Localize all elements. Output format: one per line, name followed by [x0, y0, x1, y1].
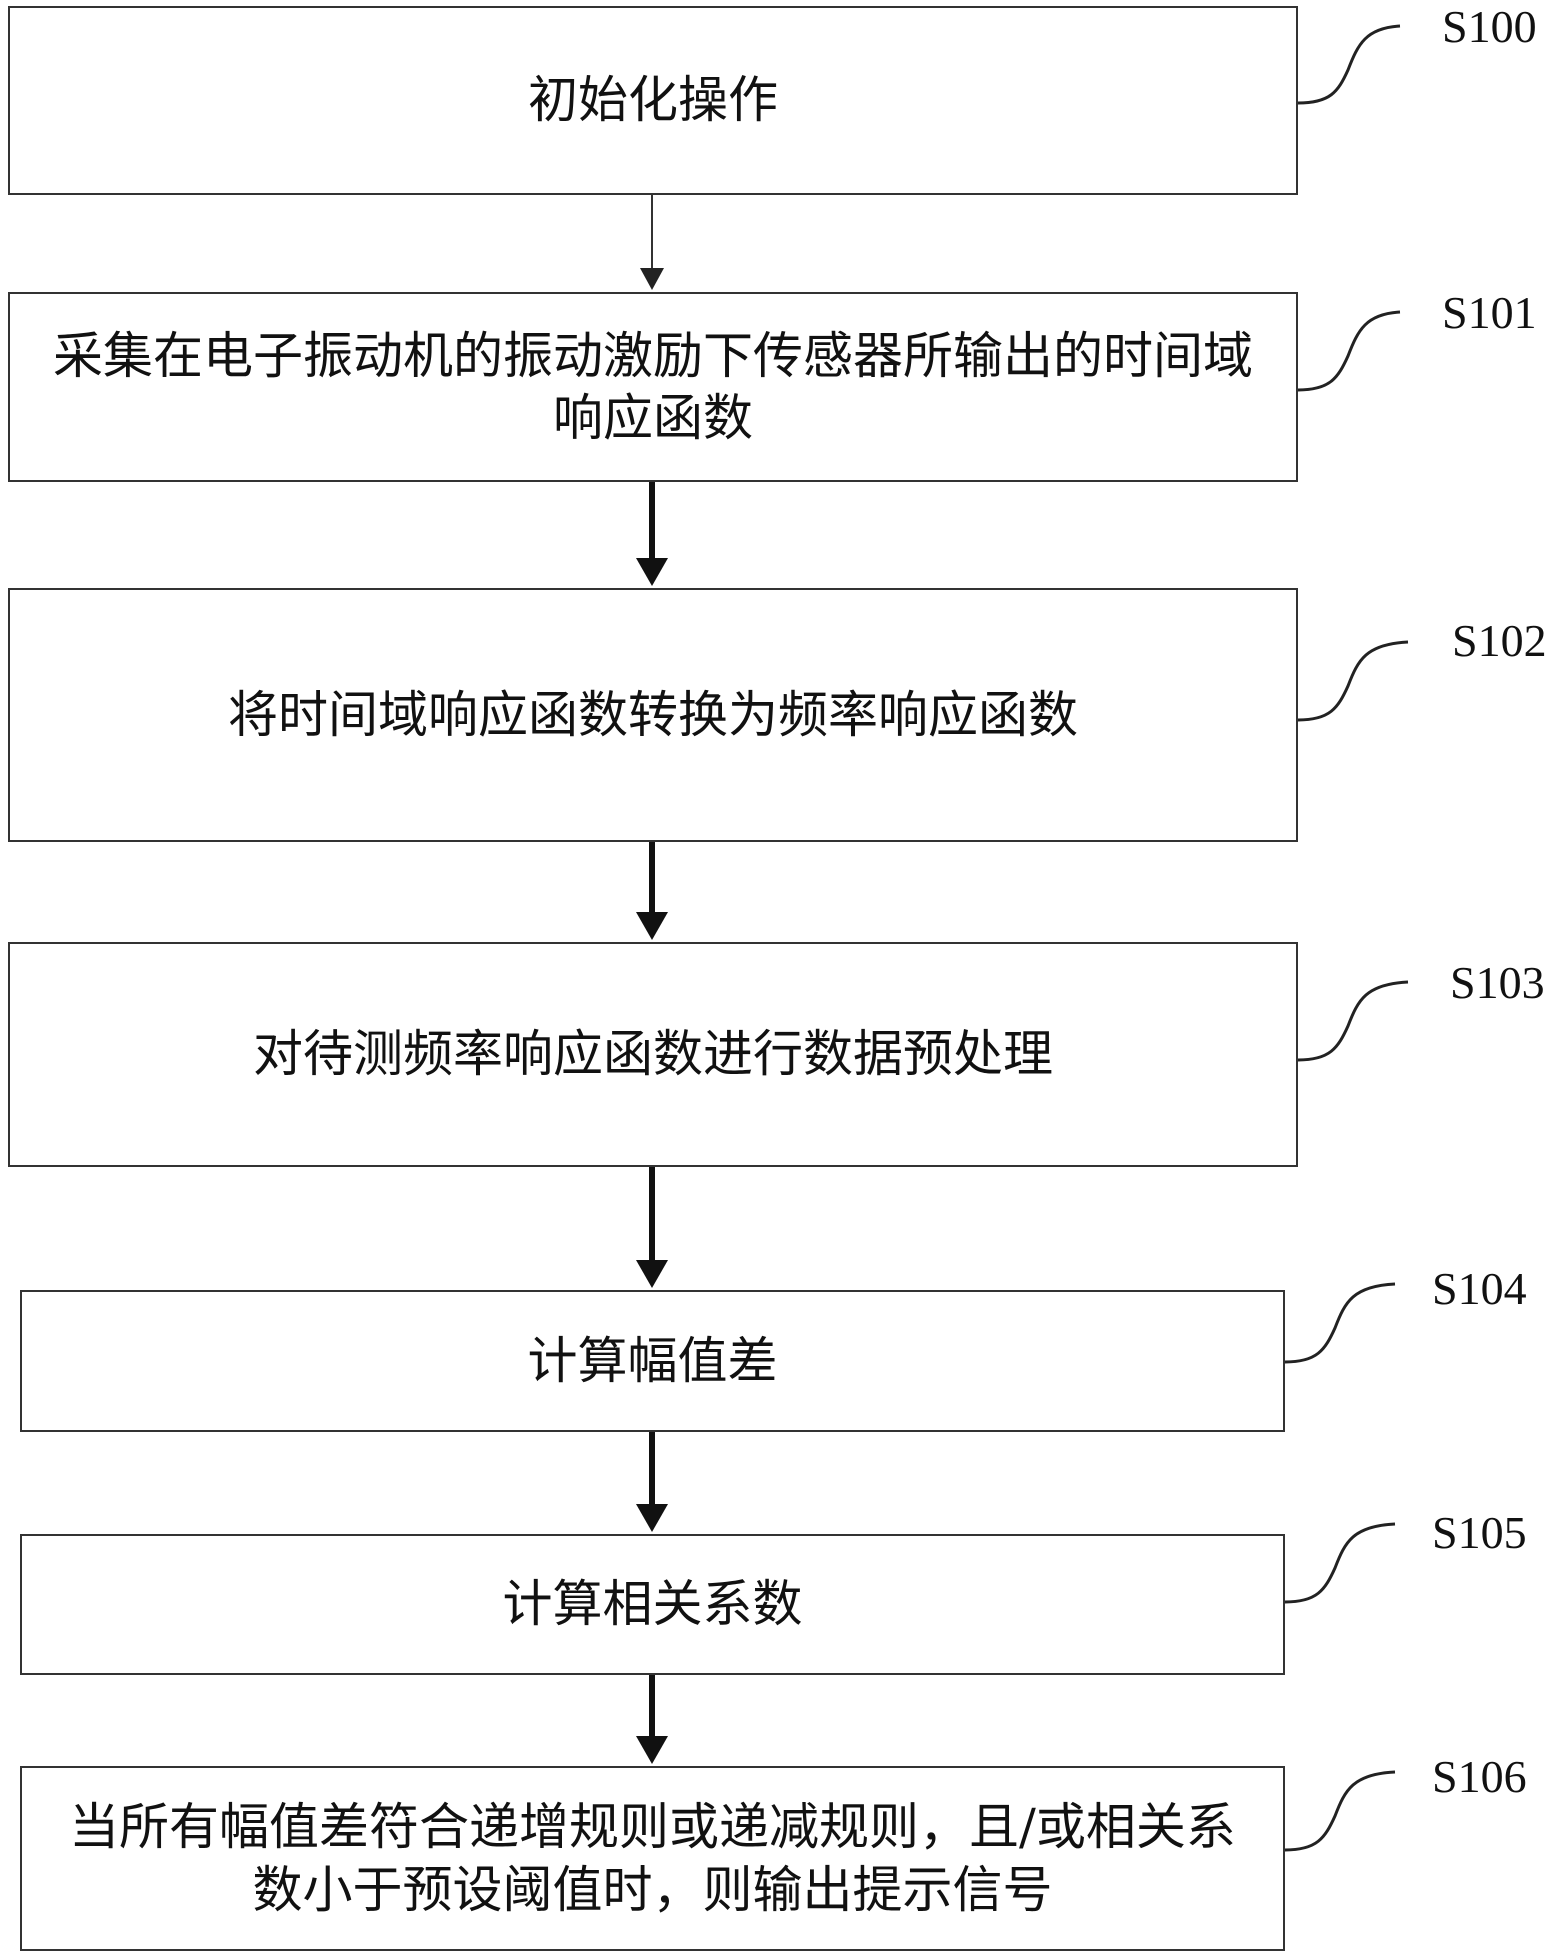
- step-text-s106: 当所有幅值差符合递增规则或递减规则，且/或相关系数小于预设阈值时，则输出提示信号: [69, 1798, 1236, 1919]
- arrow-s100-to-s101: [640, 195, 664, 290]
- flow-arrows: [636, 195, 668, 1764]
- step-box-s102: 将时间域响应函数转换为频率响应函数: [8, 588, 1298, 842]
- step-text-s105: 计算相关系数: [502, 1575, 803, 1634]
- step-box-s103: 对待测频率响应函数进行数据预处理: [8, 942, 1298, 1167]
- leader-s100: [1297, 24, 1401, 105]
- step-box-s101: 采集在电子振动机的振动激励下传感器所输出的时间域响应函数: [8, 292, 1298, 482]
- step-box-s100: 初始化操作: [8, 6, 1298, 195]
- step-text-s104: 计算幅值差: [527, 1331, 778, 1390]
- step-box-s104: 计算幅值差: [20, 1290, 1285, 1432]
- leader-s103: [1297, 980, 1409, 1062]
- step-label-s105: S105: [1432, 1507, 1527, 1558]
- step-text-s100: 初始化操作: [528, 71, 778, 130]
- step-label-s104: S104: [1432, 1263, 1527, 1314]
- step-box-s106: 当所有幅值差符合递增规则或递减规则，且/或相关系数小于预设阈值时，则输出提示信号: [20, 1766, 1285, 1951]
- leader-s101: [1297, 310, 1401, 392]
- leader-s102: [1297, 640, 1409, 722]
- step-box-s105: 计算相关系数: [20, 1534, 1285, 1675]
- arrow-s104-to-s105: [636, 1432, 668, 1532]
- arrow-s103-to-s104: [636, 1167, 668, 1288]
- arrow-s102-to-s103: [636, 842, 668, 940]
- step-label-s102: S102: [1452, 615, 1547, 666]
- step-label-s106: S106: [1432, 1751, 1527, 1802]
- step-label-s101: S101: [1442, 287, 1537, 338]
- arrow-s101-to-s102: [636, 482, 668, 586]
- leader-s105: [1284, 1522, 1396, 1604]
- step-label-s103: S103: [1450, 957, 1545, 1008]
- label-leaders: [1284, 24, 1409, 1852]
- step-text-s101: 采集在电子振动机的振动激励下传感器所输出的时间域响应函数: [53, 326, 1253, 448]
- arrow-s105-to-s106: [636, 1675, 668, 1764]
- step-label-s100: S100: [1442, 1, 1537, 52]
- step-text-s102: 将时间域响应函数转换为频率响应函数: [228, 685, 1078, 744]
- leader-s104: [1284, 1282, 1396, 1364]
- leader-s106: [1284, 1770, 1396, 1852]
- step-text-s103: 对待测频率响应函数进行数据预处理: [253, 1025, 1053, 1084]
